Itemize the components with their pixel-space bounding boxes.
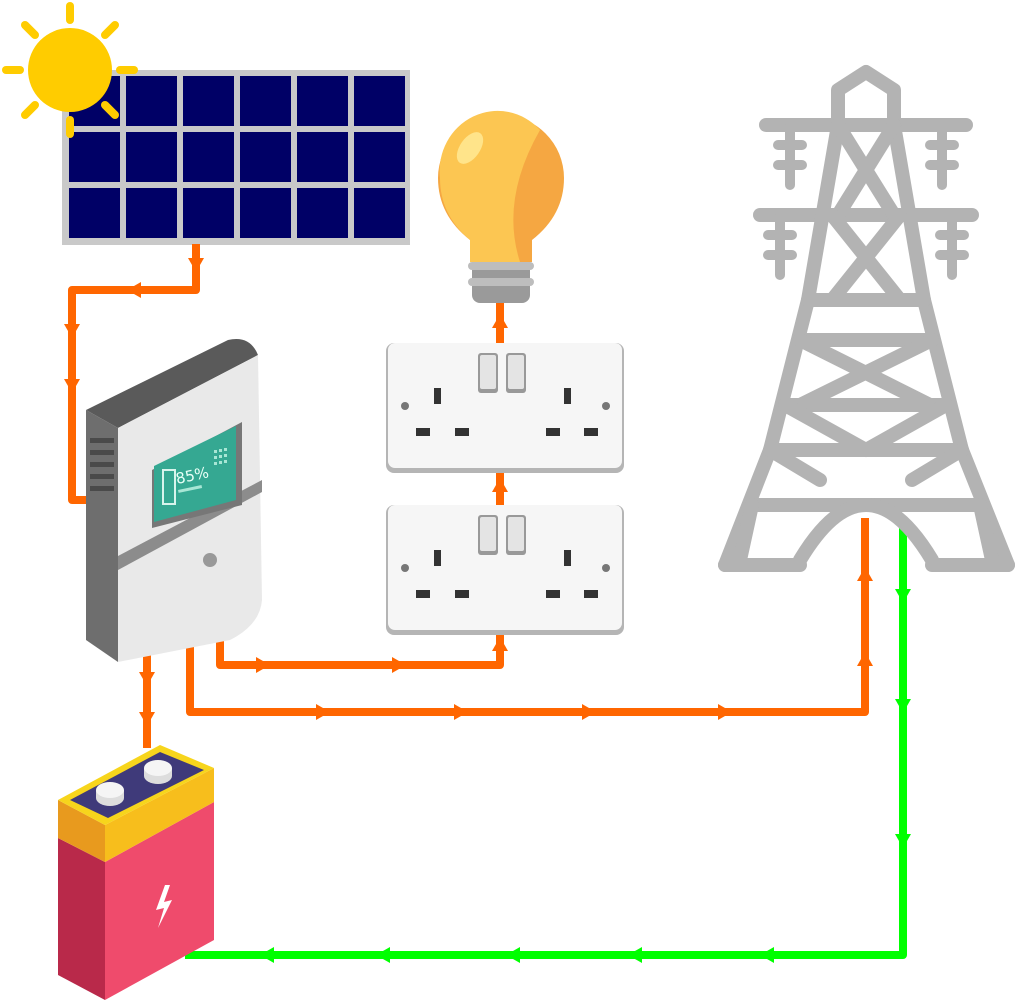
flow-arrow-icon: [492, 637, 508, 651]
flow-arrow-icon: [139, 672, 155, 686]
solar-cell: [240, 132, 291, 182]
flow-arrow-icon: [492, 478, 508, 492]
flow-arrow-icon: [127, 282, 141, 298]
solar-cell: [354, 132, 405, 182]
battery: [58, 745, 214, 1000]
solar-cell: [354, 76, 405, 126]
solar-cell: [126, 132, 177, 182]
solar-cell: [354, 188, 405, 238]
solar-cell: [69, 132, 120, 182]
wall-socket-2: [386, 505, 624, 635]
flow-arrow-icon: [895, 834, 911, 848]
flow-arrow-icon: [64, 379, 80, 393]
solar-cell: [183, 188, 234, 238]
flow-arrow-icon: [256, 657, 270, 673]
sun-icon: [2, 2, 138, 138]
flow-arrow-icon: [718, 704, 732, 720]
solar-cell: [126, 76, 177, 126]
solar-cell: [183, 132, 234, 182]
keypad-icon: [214, 448, 227, 465]
flow-arrow-icon: [492, 314, 508, 328]
flow-arrow-icon: [857, 567, 873, 581]
flow-arrow-icon: [506, 947, 520, 963]
flow-arrow-icon: [857, 652, 873, 666]
lightning-icon: [156, 885, 172, 928]
grid-return-wire: [185, 520, 907, 959]
flow-arrow-icon: [64, 324, 80, 338]
flow-arrow-icon: [895, 699, 911, 713]
flow-arrow-icon: [628, 947, 642, 963]
solar-cell: [183, 76, 234, 126]
flow-arrow-icon: [454, 704, 468, 720]
wall-socket-1: [386, 343, 624, 473]
solar-cell: [240, 76, 291, 126]
flow-arrow-icon: [188, 258, 204, 272]
battery-level-icon: [162, 469, 176, 505]
light-bulb-icon: [438, 110, 564, 303]
flow-arrow-icon: [760, 947, 774, 963]
solar-cell: [297, 132, 348, 182]
flow-arrow-icon: [260, 947, 274, 963]
inverter: 85%: [86, 339, 262, 662]
solar-cell: [126, 188, 177, 238]
solar-cell: [297, 188, 348, 238]
flow-arrow-icon: [895, 589, 911, 603]
solar-panel: [62, 70, 410, 245]
flow-arrow-icon: [582, 704, 596, 720]
flow-arrow-icon: [316, 704, 330, 720]
flow-arrows: [64, 258, 911, 963]
flow-arrow-icon: [139, 712, 155, 726]
inverter-button: [203, 553, 217, 567]
flow-arrow-icon: [392, 657, 406, 673]
solar-cell: [297, 76, 348, 126]
transmission-tower: [718, 65, 1015, 572]
solar-cell: [69, 188, 120, 238]
flow-arrow-icon: [376, 947, 390, 963]
solar-cell: [240, 188, 291, 238]
